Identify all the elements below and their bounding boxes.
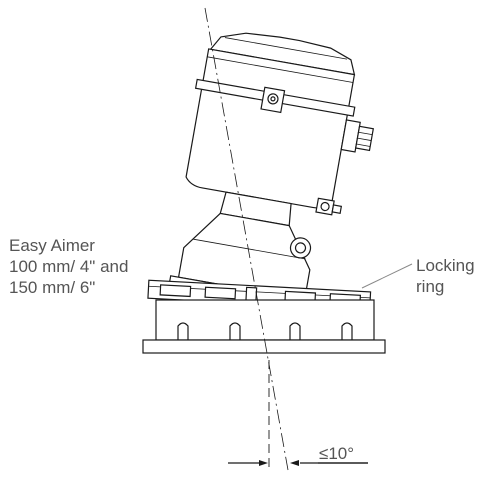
base-plate xyxy=(142,339,386,354)
cable-gland xyxy=(340,119,375,153)
locking-ring-leader xyxy=(361,263,413,289)
tilted-axis xyxy=(204,7,289,471)
tilt-angle-label: ≤10° xyxy=(319,444,355,463)
housing-lid xyxy=(209,32,356,76)
locking-ring-line-2: ring xyxy=(416,277,445,296)
ground-screw xyxy=(315,197,343,216)
housing-body xyxy=(185,48,356,209)
tilted-transmitter xyxy=(168,32,375,310)
locking-ring-label: Locking ring xyxy=(416,255,475,297)
mounting-flange xyxy=(142,299,386,354)
locking-ring-line-1: Locking xyxy=(416,256,475,275)
angle-dimension xyxy=(228,460,368,466)
easy-aimer-label: Easy Aimer 100 mm/ 4" and 150 mm/ 6" xyxy=(9,235,128,298)
easy-aimer-line-3: 150 mm/ 6" xyxy=(9,278,96,297)
vent-plug xyxy=(289,237,312,259)
easy-aimer-line-1: Easy Aimer xyxy=(9,236,95,255)
clamp-screw xyxy=(260,86,286,114)
easy-aimer-line-2: 100 mm/ 4" and xyxy=(9,257,129,276)
